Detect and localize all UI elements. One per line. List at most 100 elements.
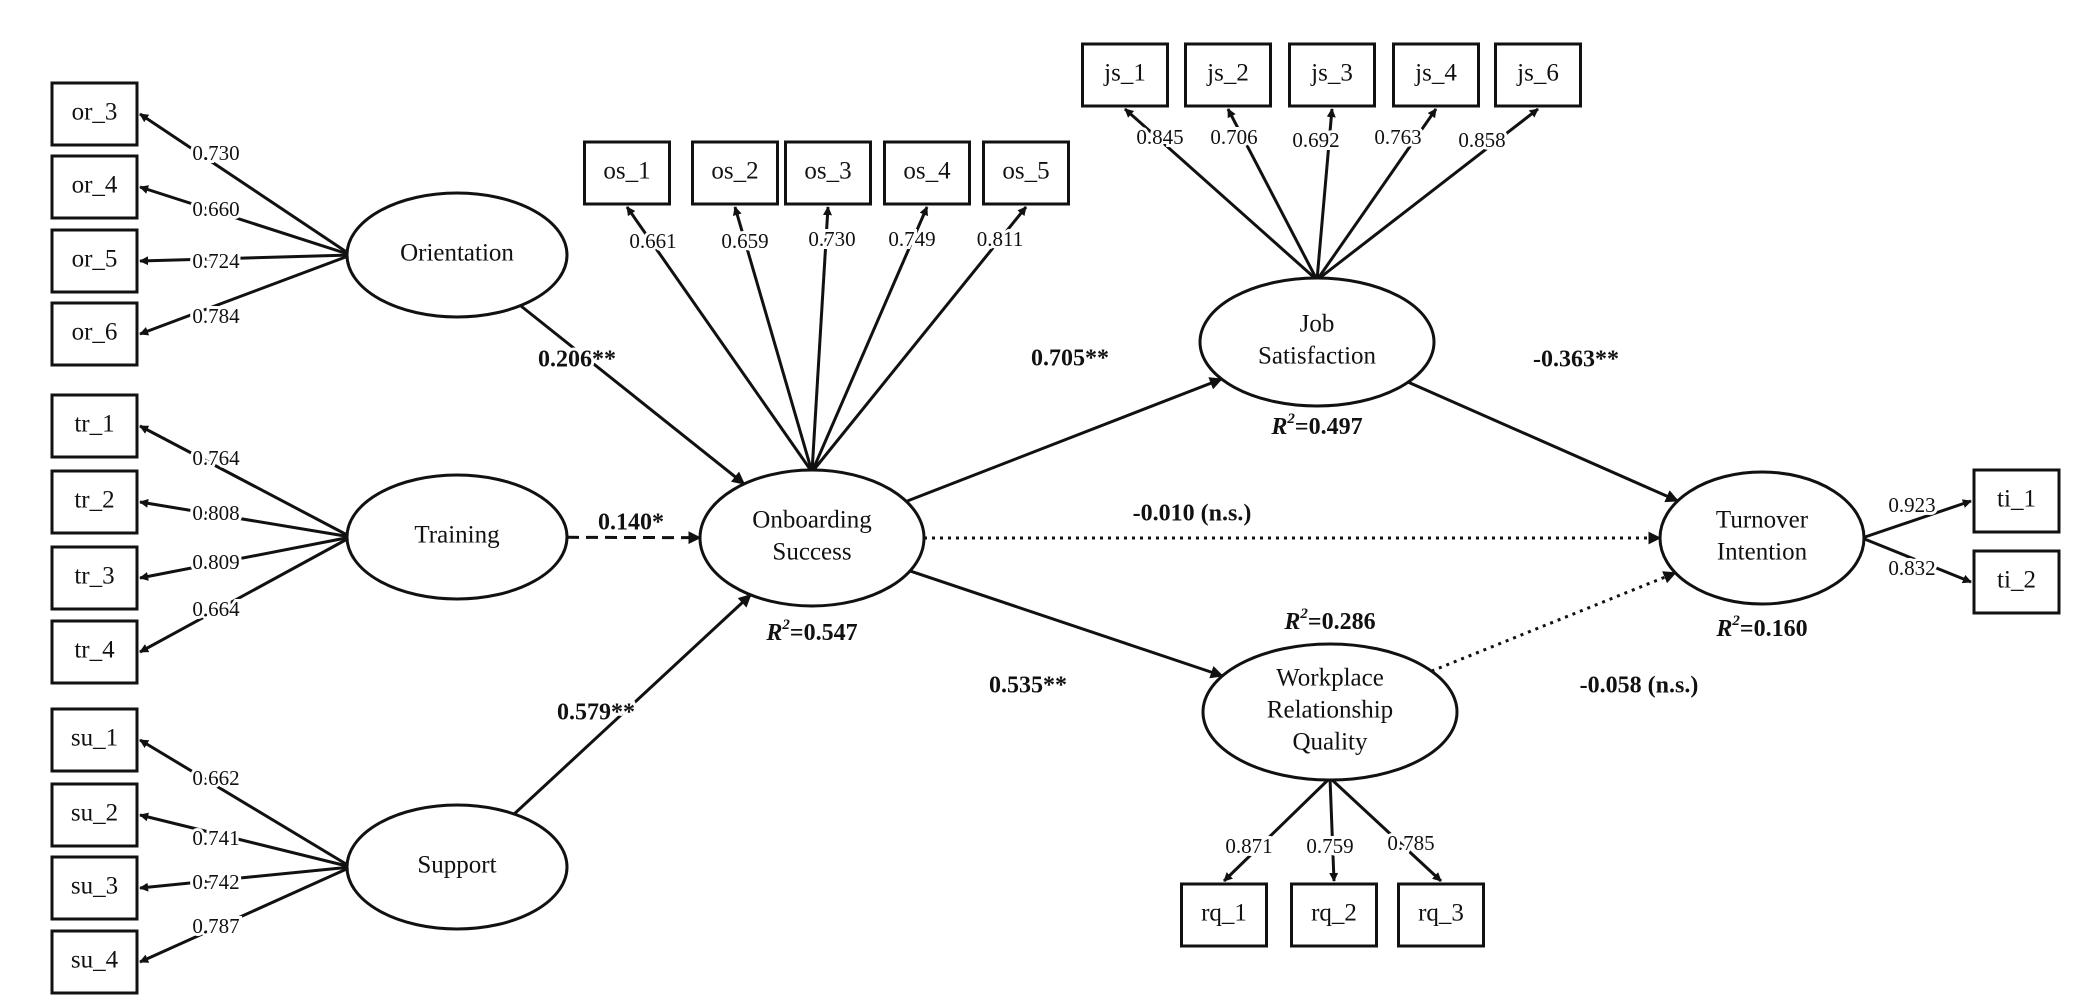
loading-rq_1: 0.871 — [1225, 834, 1272, 858]
path-coefficient-su-os: 0.579** — [557, 700, 635, 726]
path-coefficient-js-ti: -0.363** — [1533, 347, 1619, 373]
indicator-os_2-label: os_2 — [711, 158, 758, 185]
construct-label-or-0: Orientation — [400, 240, 514, 267]
indicator-js_6-box — [1494, 42, 1582, 108]
loading-tr_1: 0.764 — [192, 446, 240, 470]
indicator-tr_1-label: tr_1 — [74, 411, 114, 438]
path-coefficient-or-os: 0.206** — [538, 347, 616, 373]
path-arrow-os-rq — [909, 569, 1224, 679]
loading-arrow-os_3 — [810, 206, 833, 473]
indicator-or_6-label: or_6 — [72, 319, 118, 346]
loading-js_4: 0.763 — [1374, 125, 1421, 149]
loading-rq_3: 0.785 — [1387, 831, 1434, 855]
indicator-ti_2-label: ti_2 — [1997, 567, 2036, 594]
loading-arrow-or_6 — [139, 253, 352, 336]
indicator-su_1-box — [50, 707, 139, 773]
loading-os_2: 0.659 — [721, 229, 768, 253]
indicator-tr_4-box — [50, 619, 139, 685]
r-squared-ti: R2=0.160 — [1715, 613, 1807, 641]
loading-os_1: 0.661 — [629, 229, 676, 253]
indicator-tr_1-box — [50, 393, 139, 459]
loading-tr_3: 0.809 — [192, 550, 239, 574]
r-squared-rq: R2=0.286 — [1283, 606, 1375, 634]
indicator-os_1-label: os_1 — [603, 158, 650, 185]
indicator-rq_1-box — [1180, 882, 1268, 948]
loading-arrow-su_3 — [139, 865, 352, 892]
loading-arrow-su_1 — [139, 738, 352, 869]
indicator-js_2-label: js_2 — [1206, 60, 1249, 87]
indicator-tr_2-label: tr_2 — [74, 487, 114, 514]
indicator-rq_3-box — [1397, 882, 1485, 948]
indicator-js_1-box — [1081, 42, 1169, 108]
indicator-os_2-box — [691, 140, 779, 206]
path-coefficient-rq-ti: -0.058 (n.s.) — [1580, 673, 1699, 699]
indicator-js_1-label: js_1 — [1103, 60, 1146, 87]
indicator-js_4-label: js_4 — [1414, 60, 1457, 87]
indicator-su_2-label: su_2 — [71, 800, 118, 827]
loading-arrow-or_5 — [139, 253, 352, 266]
loading-arrow-su_4 — [139, 865, 352, 964]
loading-arrow-su_2 — [139, 812, 352, 869]
indicator-os_5-box — [982, 140, 1070, 206]
indicator-su_2-box — [50, 782, 139, 848]
construct-label-tr-0: Training — [414, 522, 500, 549]
indicator-or_4-box — [50, 154, 139, 220]
loading-arrow-ti_2 — [1861, 536, 1972, 584]
path-arrow-os-js — [905, 377, 1223, 503]
loading-js_1: 0.845 — [1136, 125, 1183, 149]
construct-label-rq-2: Quality — [1293, 729, 1368, 756]
loading-tr_4: 0.664 — [192, 597, 240, 621]
construct-rq — [1201, 642, 1459, 782]
indicator-ti_1-label: ti_1 — [1997, 486, 2036, 513]
indicator-su_4-box — [50, 929, 139, 995]
indicator-or_5-box — [50, 228, 139, 294]
loading-js_2: 0.706 — [1210, 125, 1257, 149]
indicator-su_1-label: su_1 — [71, 725, 118, 752]
indicator-os_4-box — [883, 140, 971, 206]
indicator-os_5-label: os_5 — [1002, 158, 1049, 185]
loading-arrow-tr_1 — [139, 424, 352, 539]
indicator-js_6-label: js_6 — [1516, 60, 1559, 87]
indicator-js_3-box — [1288, 42, 1376, 108]
indicator-rq_1-label: rq_1 — [1201, 900, 1247, 927]
path-arrow-js-ti — [1407, 380, 1679, 503]
loading-arrow-os_1 — [625, 206, 814, 473]
loading-arrow-ti_1 — [1861, 499, 1972, 540]
construct-label-rq-0: Workplace — [1276, 665, 1384, 692]
indicator-rq_2-label: rq_2 — [1311, 900, 1357, 927]
indicator-tr_3-label: tr_3 — [74, 563, 114, 590]
loading-arrow-js_2 — [1226, 108, 1319, 281]
indicator-ti_1-box — [1972, 468, 2061, 534]
indicator-or_3-label: or_3 — [72, 99, 118, 126]
indicator-tr_3-box — [50, 545, 139, 611]
loading-arrow-rq_2 — [1328, 777, 1339, 882]
loading-su_3: 0.742 — [192, 870, 239, 894]
loading-arrow-or_3 — [139, 112, 352, 257]
r-squared-os: R2=0.547 — [765, 617, 857, 645]
loading-arrow-rq_1 — [1222, 776, 1332, 883]
loading-arrow-or_4 — [139, 185, 352, 257]
loading-su_1: 0.662 — [192, 766, 239, 790]
path-arrow-su-os — [513, 593, 752, 816]
path-arrow-or-os — [519, 304, 746, 486]
indicator-or_6-box — [50, 301, 139, 367]
construct-ti — [1658, 470, 1866, 606]
construct-label-os-1: Success — [772, 539, 851, 566]
construct-label-js-0: Job — [1300, 311, 1335, 338]
loading-arrow-rq_3 — [1328, 776, 1443, 883]
loading-os_3: 0.730 — [808, 227, 855, 251]
loading-arrow-tr_2 — [139, 498, 352, 539]
indicator-js_4-box — [1392, 42, 1480, 108]
indicator-su_3-box — [50, 855, 139, 921]
construct-tr — [345, 473, 569, 601]
loading-su_2: 0.741 — [192, 826, 239, 850]
indicator-os_3-label: os_3 — [804, 158, 851, 185]
indicator-tr_4-label: tr_4 — [74, 637, 115, 664]
indicator-js_2-box — [1184, 42, 1272, 108]
indicator-rq_3-label: rq_3 — [1418, 900, 1464, 927]
loading-or_5: 0.724 — [192, 249, 240, 273]
construct-or — [345, 191, 569, 319]
loading-or_3: 0.730 — [192, 141, 239, 165]
loading-rq_2: 0.759 — [1306, 834, 1353, 858]
loading-arrow-js_1 — [1124, 107, 1318, 282]
